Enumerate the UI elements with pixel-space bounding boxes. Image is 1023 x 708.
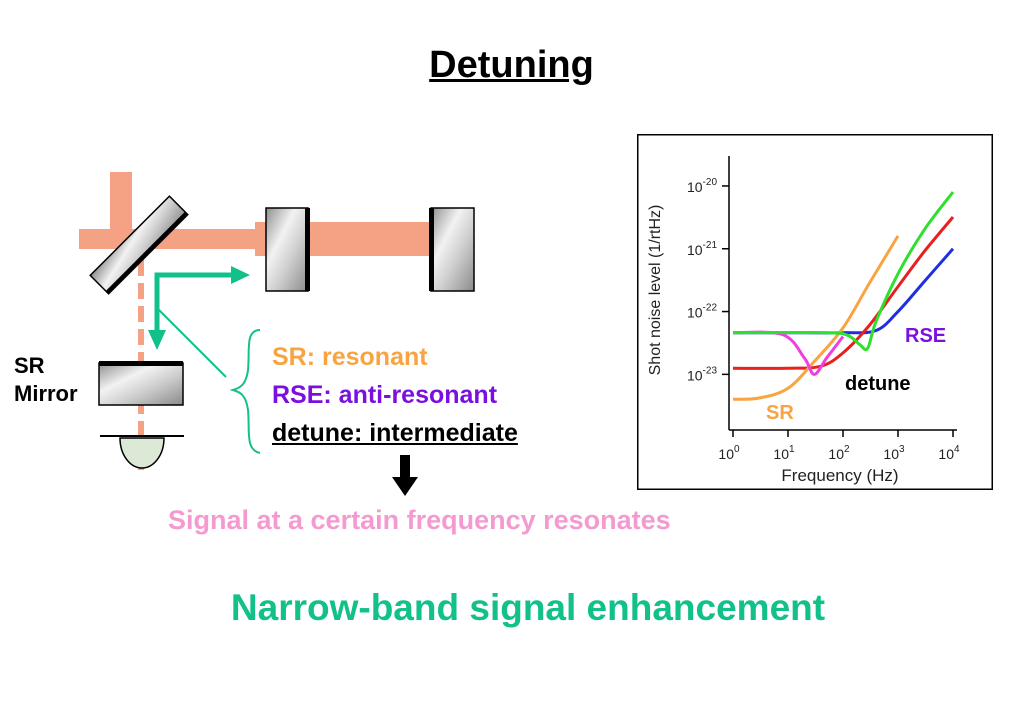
signal-arrow [148, 266, 250, 350]
y-tick-label: 10-20 [687, 177, 717, 195]
beam-splitter [89, 195, 189, 295]
x-tick-label: 101 [773, 444, 795, 462]
x-tick-label: 100 [718, 444, 740, 462]
sr-mirror-label-line1: SR [14, 353, 45, 378]
y-tick-label: 10-21 [687, 240, 717, 258]
y-axis-label: Shot noise level (1/rtHz) [647, 205, 664, 376]
optical-setup-diagram [79, 172, 475, 470]
label-sr: SR [766, 402, 794, 424]
down-arrow-icon [392, 455, 418, 496]
x-tick-label: 102 [828, 444, 850, 462]
series-line-4 [732, 191, 955, 352]
end-test-mass [429, 207, 475, 292]
connector-line [156, 307, 227, 378]
bullet-rse: RSE: anti-resonant [272, 381, 498, 409]
y-tick-label: 10-22 [687, 303, 717, 321]
sr-mirror-label: SR Mirror [14, 352, 78, 408]
sr-mirror [98, 361, 184, 406]
photodetector [100, 435, 184, 469]
sr-mirror-label-line2: Mirror [14, 381, 78, 406]
x-tick-label: 104 [938, 444, 960, 462]
brace-icon [229, 329, 261, 454]
bullet-detune: detune: intermediate [272, 419, 518, 447]
series-line-sr [732, 235, 900, 401]
bullet-sr: SR: resonant [272, 343, 428, 371]
input-test-mass [265, 207, 310, 292]
input-beam-vertical [110, 172, 132, 232]
signal-resonance-text: Signal at a certain frequency resonates [168, 505, 671, 535]
label-detune: detune [845, 373, 911, 395]
x-axis-label: Frequency (Hz) [781, 466, 898, 485]
y-tick-label: 10-23 [687, 365, 717, 383]
label-rse: RSE [905, 325, 946, 347]
x-tick-label: 103 [883, 444, 905, 462]
shot-noise-chart: 100 101 102 103 104 10-23 10-22 10-21 10-20 Fre… [637, 134, 993, 490]
slide-title: Detuning [429, 44, 594, 86]
conclusion-text: Narrow-band signal enhancement [230, 587, 826, 628]
